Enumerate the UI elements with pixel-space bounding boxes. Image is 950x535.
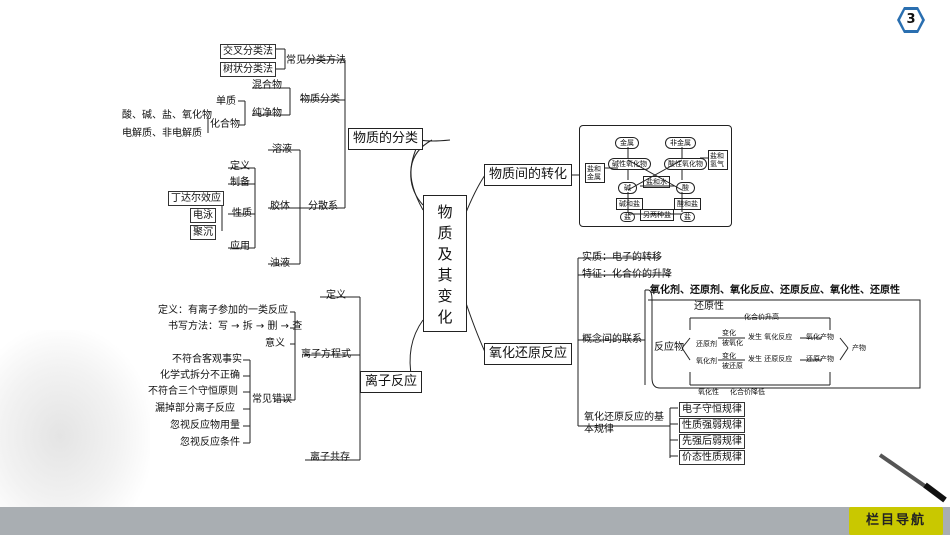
salt-left-node: 盐: [620, 212, 635, 222]
mixture-label: 混合物: [252, 80, 282, 91]
pure-label: 纯净物: [252, 108, 282, 119]
ox-product-label: 氧化产物: [806, 333, 834, 341]
red-product-label: 还原产物: [806, 355, 834, 363]
colloid-label: 胶体: [270, 201, 290, 212]
error-item: 不符合三个守恒原则: [148, 386, 238, 397]
meaning-label: 意义: [265, 338, 285, 349]
reductant-property: 还原性: [694, 301, 724, 312]
error-item: 漏掉部分离子反应: [155, 403, 235, 414]
suspension-label: 浊液: [270, 258, 290, 269]
redox-feature: 特征：化合价的升降: [582, 269, 672, 280]
base-salt-node: 碱和盐: [616, 198, 643, 210]
center-char: 质: [437, 224, 453, 242]
property-item: 电泳: [190, 208, 216, 223]
element-label: 单质: [216, 96, 236, 107]
salt-hydrogen-node: 盐和氢气: [708, 150, 728, 170]
acid-salt-node: 酸和盐: [674, 198, 701, 210]
product-label: 产物: [852, 344, 866, 352]
coexist-label: 离子共存: [310, 452, 350, 463]
method-item: 树状分类法: [220, 62, 276, 77]
substance-label: 物质分类: [300, 94, 340, 105]
center-char: 物: [437, 203, 453, 221]
salt-metal-node: 盐和金属: [585, 163, 605, 183]
law-item: 先强后弱规律: [679, 434, 745, 449]
change-label-bottom: 变化: [722, 352, 736, 360]
ionic-definition: 定义: [326, 290, 346, 301]
equation-def: 定义：有离子参加的一类反应: [158, 305, 288, 316]
dispersion-label: 分散系: [308, 201, 338, 212]
center-topic: 物 质 及 其 变 化: [423, 195, 467, 332]
gain-e-label: 被还原: [722, 362, 743, 370]
hexagon-icon: [897, 7, 925, 33]
salt-water-node: 盐和水: [643, 176, 670, 188]
writing-method: 书写方法：写 → 拆 → 删 → 查: [168, 321, 303, 332]
nav-button[interactable]: 栏目导航: [849, 507, 943, 535]
equation-label: 离子方程式: [301, 349, 351, 360]
method-item: 交叉分类法: [220, 44, 276, 59]
error-item: 忽视反应条件: [180, 437, 240, 448]
lotus-decoration: [0, 330, 150, 507]
branch-ionic: 离子反应: [360, 371, 423, 393]
errors-label: 常见错误: [252, 394, 292, 405]
acid-node: 酸: [676, 182, 695, 194]
acidic-oxide-node: 酸性氧化物: [664, 158, 707, 170]
nonmetal-node: 非金属: [665, 137, 696, 149]
colloid-item: 定义: [230, 161, 250, 172]
center-char: 及: [437, 245, 453, 263]
basic-oxide-node: 碱性氧化物: [608, 158, 651, 170]
error-item: 化学式拆分不正确: [160, 370, 240, 381]
page-number: 3: [906, 12, 916, 27]
compound-type: 酸、碱、盐、氧化物: [122, 110, 212, 121]
center-char: 其: [437, 266, 453, 284]
oxidant-label: 氧化剂: [696, 357, 717, 365]
colloid-item: 应用: [230, 241, 250, 252]
branch-conversion: 物质间的转化: [484, 164, 573, 186]
colloid-item: 制备: [230, 177, 250, 188]
laws-label: 氧化还原反应的基本规律: [584, 412, 664, 435]
compound-label: 化合物: [210, 119, 240, 130]
reactant-label: 反应物: [654, 342, 684, 353]
law-item: 价态性质规律: [679, 450, 745, 465]
methods-label: 常见分类方法: [286, 55, 346, 66]
law-item: 电子守恒规律: [679, 402, 745, 417]
colloid-item: 性质: [232, 208, 252, 219]
solution-label: 溶液: [272, 144, 292, 155]
occur-ox-label: 发生 氧化反应: [748, 333, 793, 341]
center-char: 化: [437, 308, 453, 326]
page-number-badge[interactable]: 3: [896, 6, 926, 34]
relation-label: 概念间的联系: [582, 334, 642, 345]
redox-concepts: 氧化剂、还原剂、氧化反应、还原反应、氧化性、还原性: [650, 285, 900, 296]
two-salts-node: 另两种盐: [640, 209, 674, 221]
lose-e-label: 被氧化: [722, 339, 743, 347]
law-item: 性质强弱规律: [679, 418, 745, 433]
oxidant-property: 氧化性: [698, 388, 719, 396]
property-item: 聚沉: [190, 225, 216, 240]
property-item: 丁达尔效应: [168, 191, 224, 206]
error-item: 不符合客观事实: [172, 354, 242, 365]
metal-node: 金属: [615, 137, 639, 149]
center-char: 变: [437, 287, 453, 305]
valence-down: 化合价降低: [730, 388, 765, 396]
valence-up: 化合价升高: [744, 313, 779, 321]
base-node: 碱: [618, 182, 637, 194]
change-label-top: 变化: [722, 329, 736, 337]
salt-right-node: 盐: [680, 212, 695, 222]
occur-red-label: 发生 还原反应: [748, 355, 793, 363]
conversion-diagram: [579, 125, 732, 227]
branch-classification: 物质的分类: [348, 128, 424, 150]
compound-type: 电解质、非电解质: [122, 128, 202, 139]
reductant-label: 还原剂: [696, 340, 717, 348]
branch-redox: 氧化还原反应: [484, 343, 573, 365]
redox-essence: 实质：电子的转移: [582, 252, 662, 263]
error-item: 忽视反应物用量: [170, 420, 240, 431]
bottom-bar: [0, 507, 950, 535]
